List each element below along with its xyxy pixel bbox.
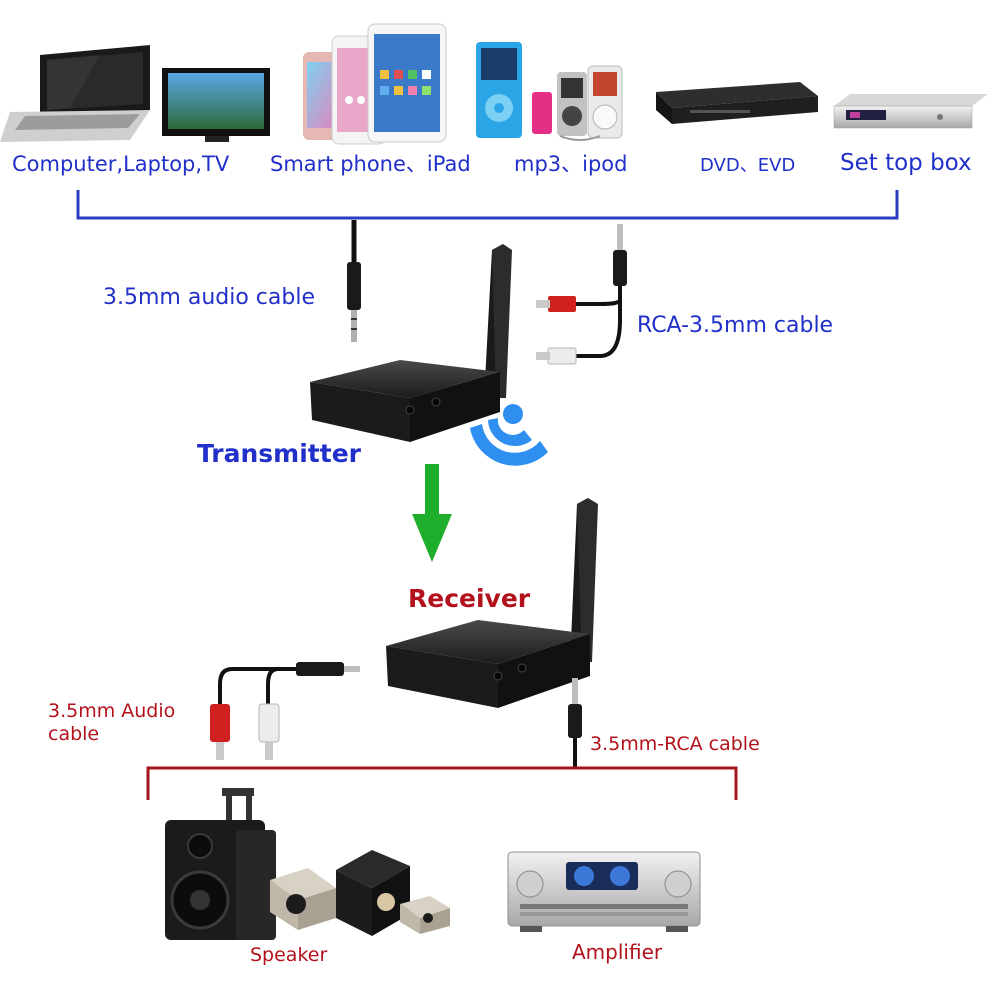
speaker-image [165,788,450,940]
source-label-dvd: DVD、EVD [700,155,796,176]
set-top-box-image [833,94,988,129]
output-bracket [146,766,738,800]
tv-image [162,68,270,142]
wifi-icon [470,404,548,466]
output-label-amplifier: Amplifier [572,940,663,964]
dvd-player-image [656,82,818,124]
receiver-audio-cable-label-line1: 3.5mm Audio [48,700,176,722]
source-label-set-top-box: Set top box [840,150,972,176]
output-label-speaker: Speaker [250,944,328,966]
transmitter-device [310,244,512,442]
receiver-rca-cable [568,678,582,768]
receiver-rca-cable-label: 3.5mm-RCA cable [590,733,760,755]
source-label-mp3: mp3、ipod [514,152,628,176]
source-bracket [76,190,899,220]
rca-cable [536,224,627,365]
down-arrow-icon [412,464,452,562]
amplifier-image [507,851,701,932]
receiver-audio-cable [210,662,360,760]
ipad-image [367,23,447,143]
transmitter-audio-cable-label: 3.5mm audio cable [103,285,315,310]
transmitter-label: Transmitter [197,439,361,468]
receiver-device [386,498,598,708]
transmitter-rca-cable-label: RCA-3.5mm cable [637,313,834,338]
mp3-player-image [476,42,522,138]
source-label-smartphone: Smart phone、iPad [270,152,471,176]
source-label-computer: Computer,Laptop,TV [12,152,230,176]
receiver-audio-cable-label-line2: cable [48,723,100,745]
receiver-label: Receiver [408,584,531,613]
laptop-image [0,45,150,142]
transmitter-audio-cable [347,220,361,342]
ipod-image [532,65,623,141]
